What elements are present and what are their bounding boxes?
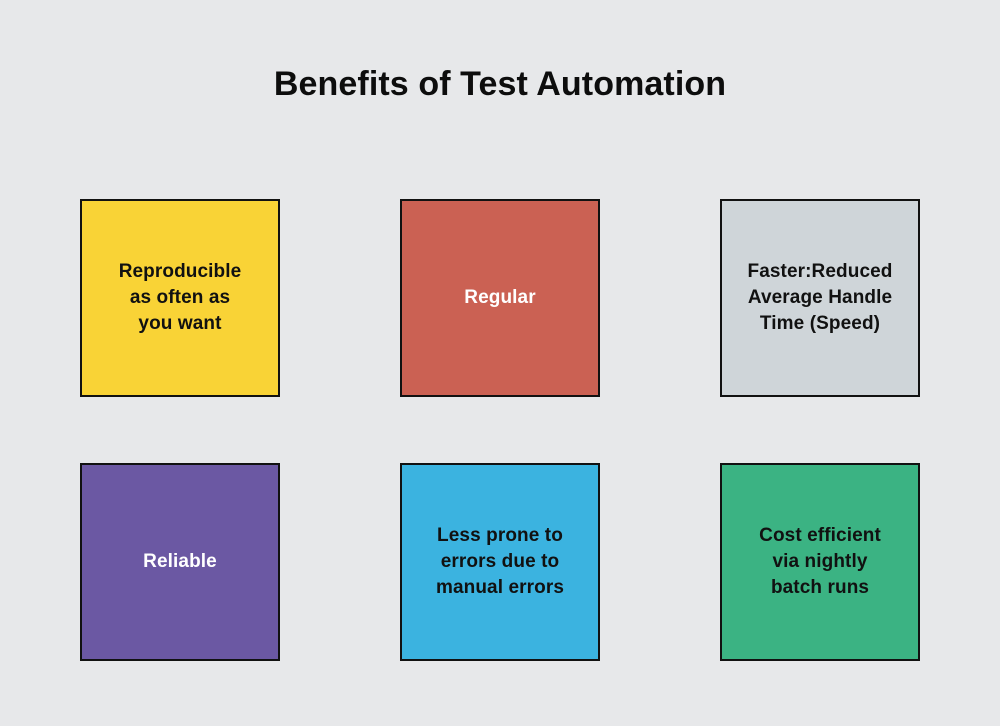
benefits-card-grid: Reproducible as often as you want Regula…	[80, 199, 920, 663]
card-reproducible[interactable]: Reproducible as often as you want	[80, 199, 280, 397]
card-faster[interactable]: Faster:Reduced Average Handle Time (Spee…	[720, 199, 920, 397]
card-reproducible-label: Reproducible as often as you want	[118, 261, 242, 334]
page-title: Benefits of Test Automation	[273, 65, 727, 103]
card-cost-efficient[interactable]: Cost efficient via nightly batch runs	[720, 463, 920, 661]
card-faster-label: Faster:Reduced Average Handle Time (Spee…	[747, 261, 893, 334]
card-regular[interactable]: Regular	[400, 199, 600, 397]
card-reliable[interactable]: Reliable	[80, 463, 280, 661]
card-less-prone-to-errors-label: Less prone to errors due to manual error…	[435, 525, 565, 598]
card-reliable-label: Reliable	[143, 551, 217, 572]
card-regular-label: Regular	[464, 287, 536, 308]
card-cost-efficient-label: Cost efficient via nightly batch runs	[759, 525, 881, 598]
card-less-prone-to-errors[interactable]: Less prone to errors due to manual error…	[400, 463, 600, 661]
